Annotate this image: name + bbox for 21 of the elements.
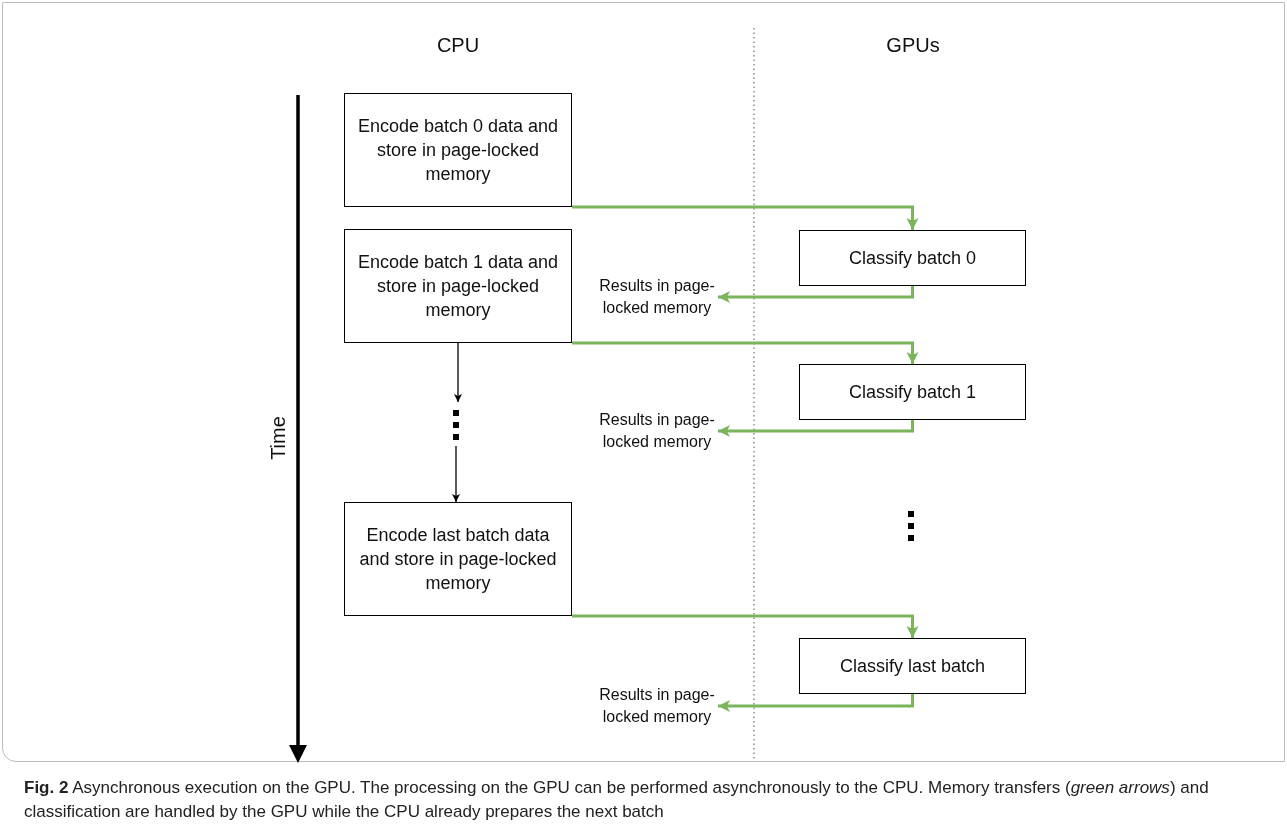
arrow bbox=[572, 614, 919, 638]
column-heading: CPU bbox=[435, 33, 481, 58]
process-box: Encode last batch data and store in page-locked memory bbox=[344, 502, 572, 616]
arrow bbox=[452, 445, 460, 503]
column-heading: GPUs bbox=[885, 33, 941, 58]
process-box: Encode batch 1 data and store in page-locked memory bbox=[344, 229, 572, 343]
process-box: Classify batch 1 bbox=[799, 364, 1026, 420]
arrow bbox=[572, 205, 919, 230]
process-box: Classify batch 0 bbox=[799, 230, 1026, 286]
arrow bbox=[718, 694, 914, 712]
process-box: Encode batch 0 data and store in page-locked memory bbox=[344, 93, 572, 207]
note-text: Results in page-locked memory bbox=[596, 398, 718, 464]
arrow bbox=[718, 286, 914, 303]
arrow bbox=[572, 341, 919, 364]
process-box: Classify last batch bbox=[799, 638, 1026, 694]
figure-caption: Fig. 2 Asynchronous execution on the GPU. The processing on the GPU can be performed asynchronously to the CPU. Memory transfers (green arrows) and classification are handled by the GPU while the CPU already prepares the next batch bbox=[24, 777, 1210, 823]
note-text: Results in page-locked memory bbox=[596, 673, 718, 739]
arrow bbox=[454, 342, 462, 403]
note-text: Results in page-locked memory bbox=[596, 264, 718, 330]
axis-label: Time bbox=[266, 415, 290, 462]
arrow bbox=[718, 420, 914, 437]
